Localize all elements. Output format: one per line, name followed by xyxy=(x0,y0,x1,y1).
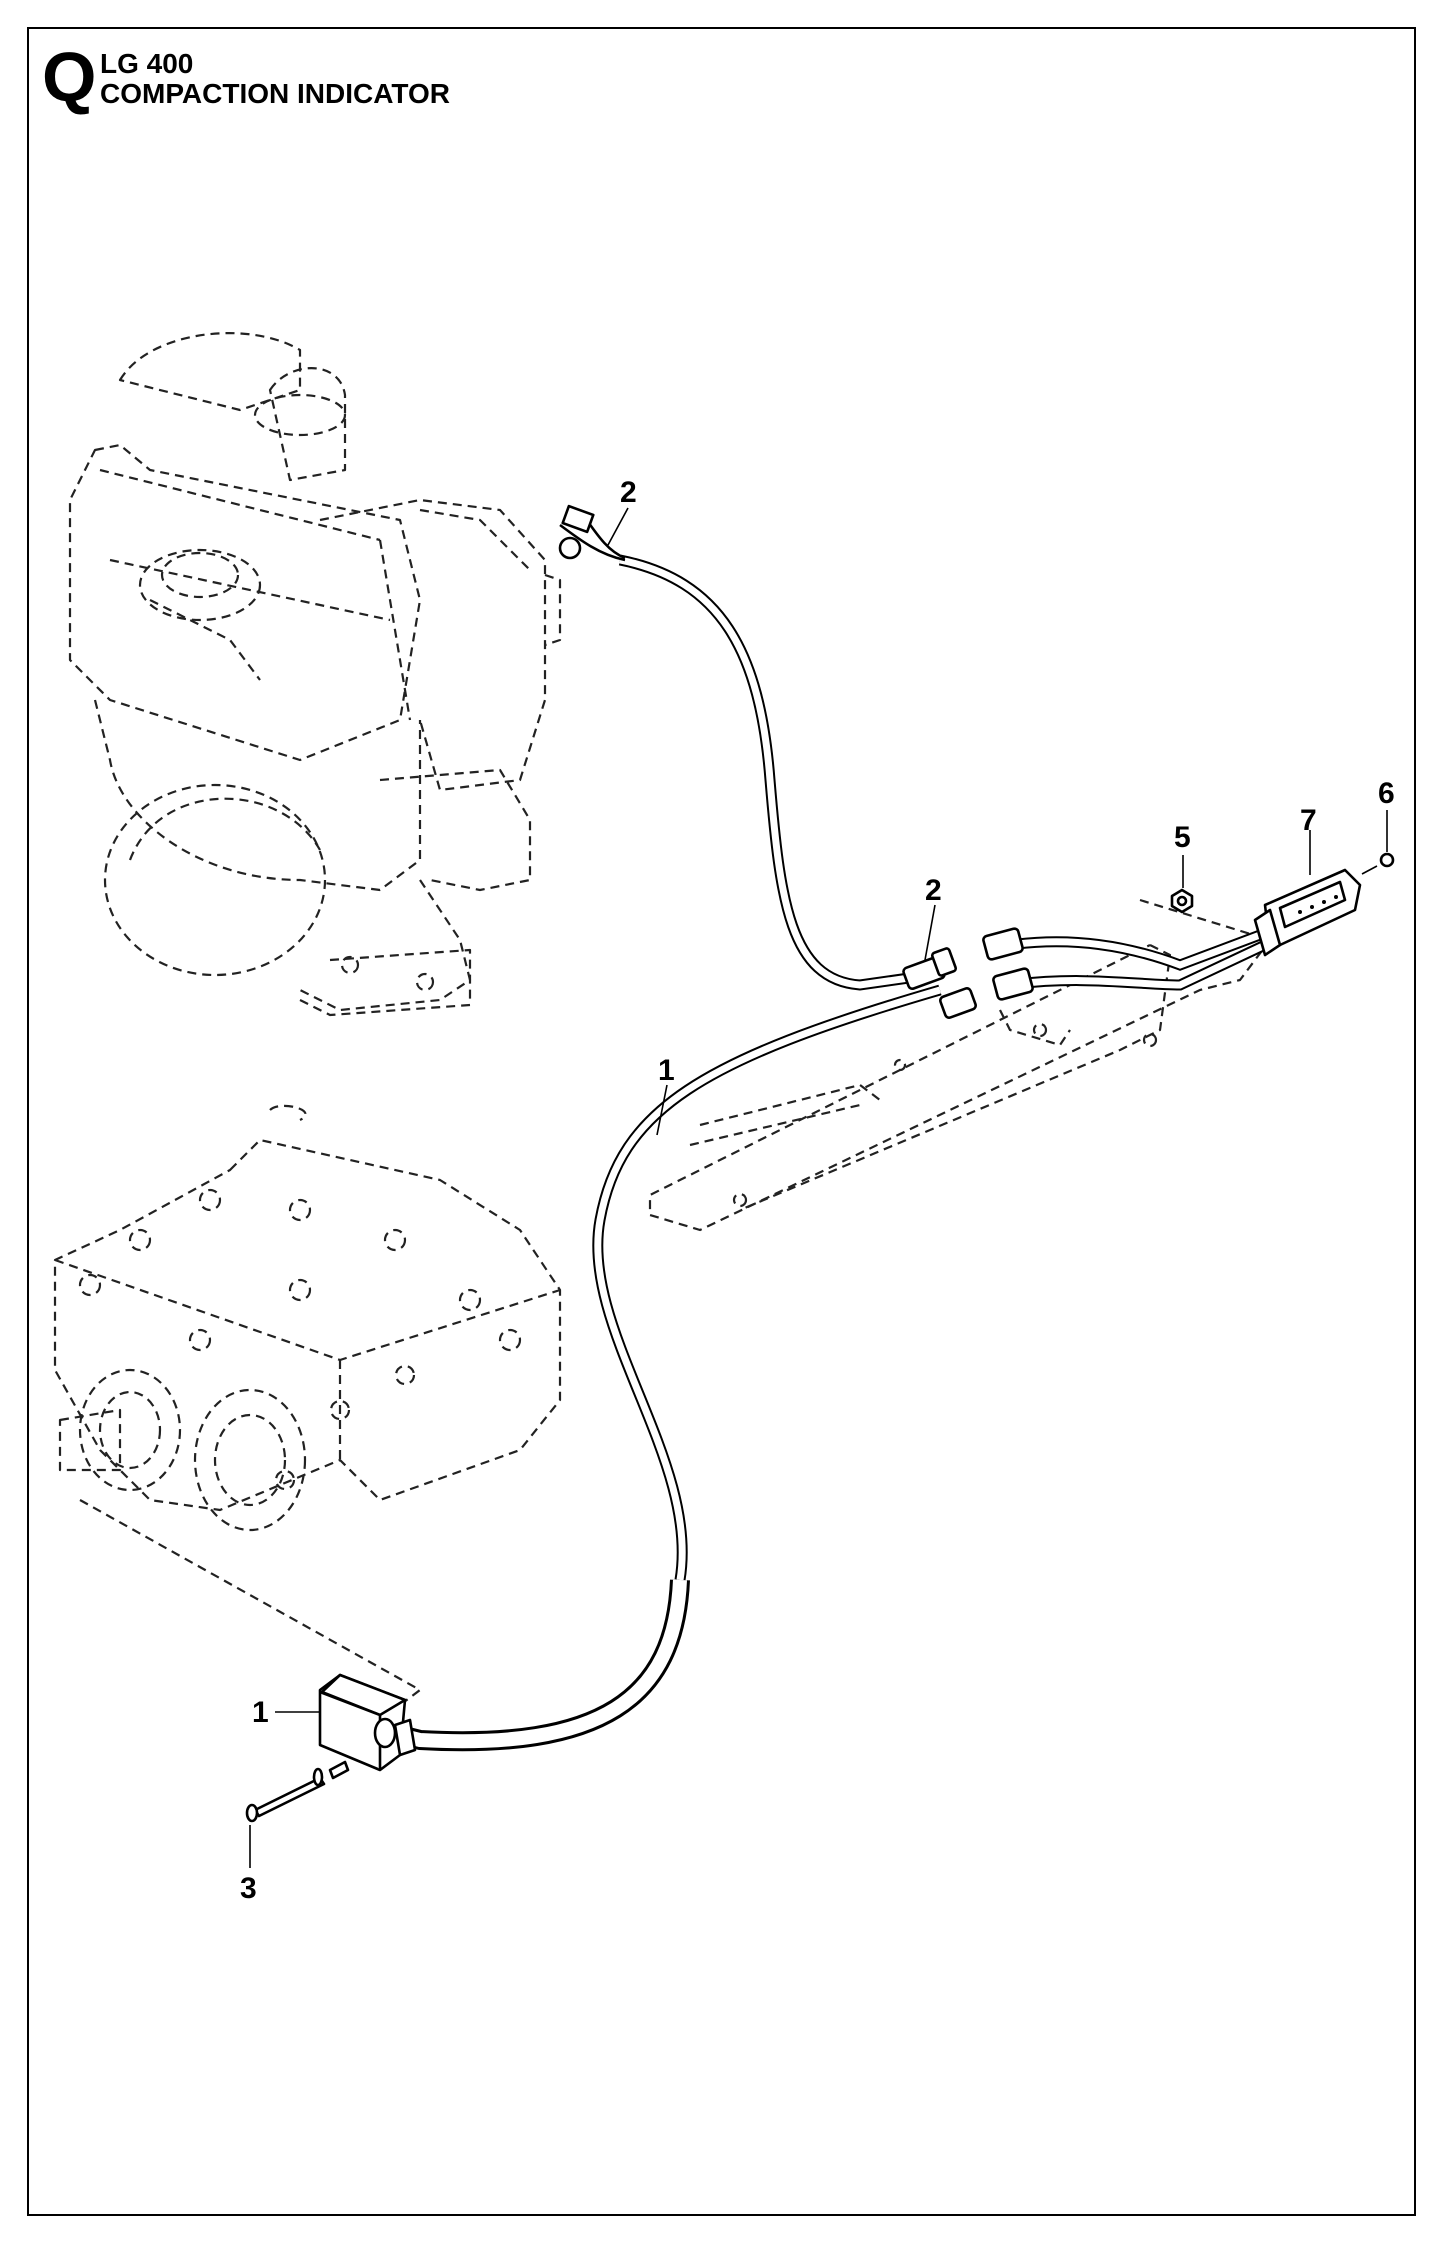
callout-1-sensor: 1 xyxy=(252,1696,269,1729)
compaction-sensor xyxy=(318,1673,417,1772)
nut-5 xyxy=(1170,888,1194,914)
callout-6: 6 xyxy=(1378,777,1395,810)
screw-6 xyxy=(1361,852,1395,875)
bolt-3 xyxy=(245,1760,350,1823)
model-name: LG 400 xyxy=(100,48,194,79)
section-letter: Q xyxy=(42,38,97,116)
callout-2-top: 2 xyxy=(620,476,637,509)
callout-7: 7 xyxy=(1300,804,1317,837)
callout-2-mid: 2 xyxy=(925,874,942,907)
engine-phantom xyxy=(68,332,562,1017)
diagram-border xyxy=(27,27,1416,2216)
section-title: COMPACTION INDICATOR xyxy=(100,78,450,109)
engine-harness-connector xyxy=(558,504,595,560)
indicator-harness xyxy=(982,927,1268,1001)
callout-3: 3 xyxy=(240,1872,257,1905)
inline-connector-sensor xyxy=(939,987,977,1019)
gearbox-phantom xyxy=(53,1104,562,1722)
callout-5: 5 xyxy=(1174,821,1191,854)
mounting-rail-phantom xyxy=(648,898,1272,1232)
engine-harness-cable xyxy=(559,509,931,991)
compaction-indicator-unit xyxy=(1253,868,1362,957)
sensor-cable xyxy=(377,984,942,1752)
callout-1-cable: 1 xyxy=(658,1054,675,1087)
inline-connector-engine xyxy=(902,947,958,991)
